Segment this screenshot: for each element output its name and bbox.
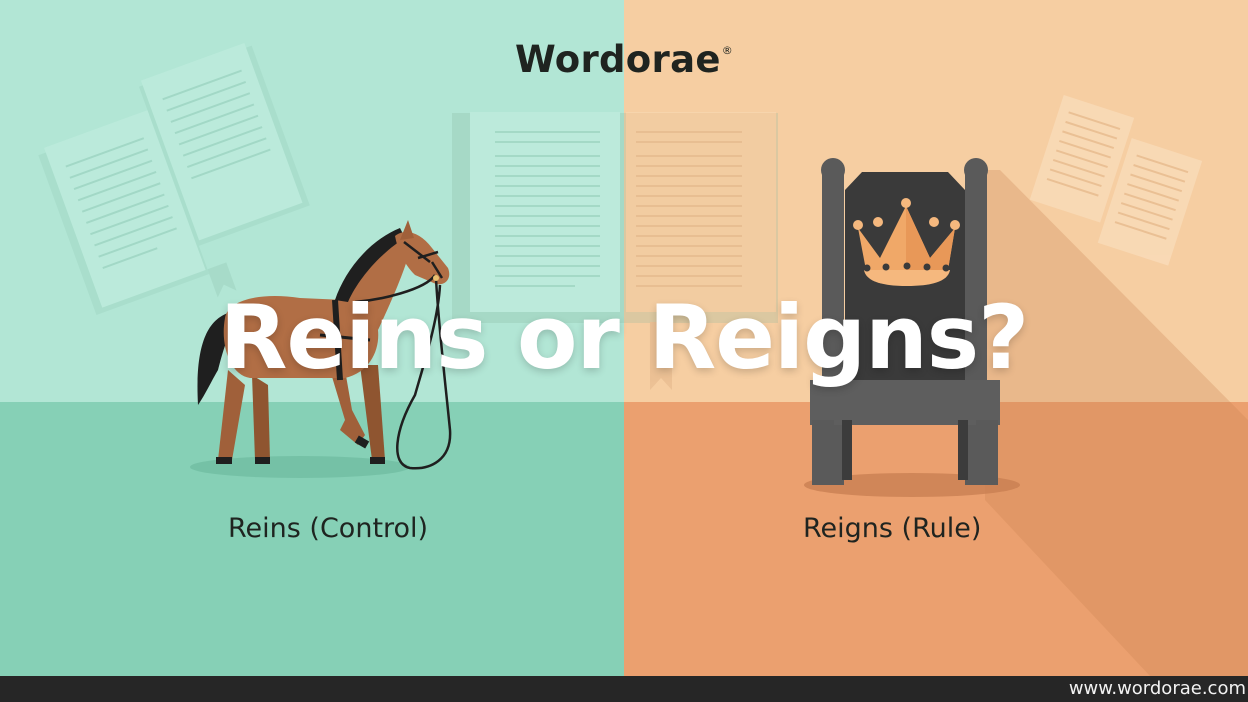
open-book-icon (65, 69, 271, 298)
right-floor (624, 402, 1248, 676)
throne-with-crown-icon (804, 158, 1020, 497)
open-book-icon (452, 112, 778, 390)
left-floor (0, 402, 624, 676)
brand-name: Wordorae (514, 38, 721, 81)
right-caption: Reigns (Rule) (803, 513, 982, 544)
footer-bar: www.wordorae.com (0, 676, 1248, 702)
registered-mark: ® (721, 44, 734, 57)
horse-with-reins-icon (190, 220, 452, 478)
left-caption: Reins (Control) (228, 513, 429, 544)
website-url: www.wordorae.com (1068, 678, 1246, 699)
brand-logo: Wordorae® (0, 38, 1248, 81)
thumbnail-scene: Wordorae® Reins or Reigns? Reins (Contro… (0, 0, 1248, 676)
main-title: Reins or Reigns? (219, 286, 1029, 389)
open-book-icon (1029, 95, 1203, 266)
throne-shadow (985, 170, 1248, 676)
